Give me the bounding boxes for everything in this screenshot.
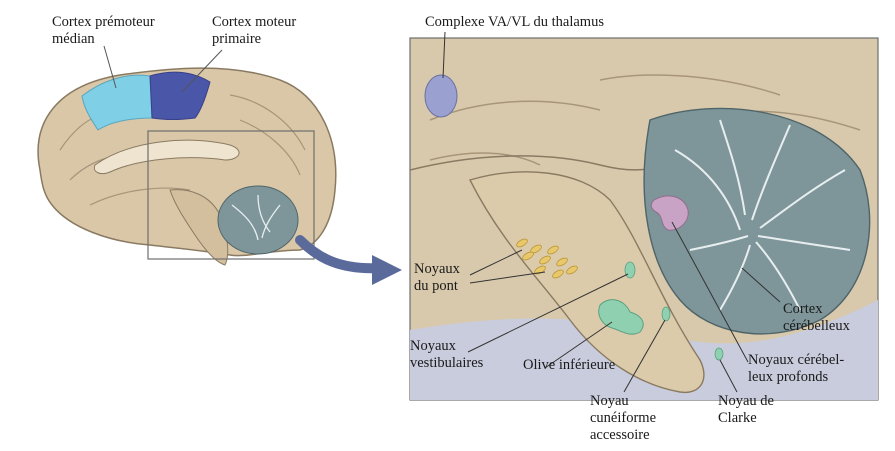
motor-label-line2: primaire [212, 31, 262, 47]
olive-label: Olive inférieure [523, 357, 615, 374]
premotor-label: Cortex prémoteur médian [52, 14, 155, 48]
premotor-label-line1: Cortex prémoteur [52, 14, 155, 30]
deep-nuclei-label-line1: Noyaux cérébel- [748, 352, 845, 368]
enlarged-brainstem-cerebellum [409, 31, 879, 401]
cuneate-label-line1: Noyau [590, 393, 629, 409]
whole-brain-illustration [37, 45, 337, 266]
premotor-label-line2: médian [52, 31, 95, 47]
pontine-label-line1: Noyaux [414, 261, 460, 277]
deep-nuclei-label-line2: leux profonds [748, 369, 829, 385]
olive-label-line1: Olive inférieure [523, 357, 616, 373]
motor-label-line1: Cortex moteur [212, 14, 297, 30]
cerebellar-cortex-label-line2: cérébelleux [783, 318, 850, 334]
pontine-label-line2: du pont [414, 278, 458, 294]
clarke-label-line2: Clarke [718, 410, 757, 426]
pontine-label: Noyaux du pont [414, 261, 460, 295]
vestibular-label: Noyaux vestibulaires [410, 338, 483, 372]
deep-nuclei-label: Noyaux cérébel- leux profonds [748, 352, 844, 386]
cerebellar-cortex-label: Cortex cérébelleux [783, 301, 850, 335]
clarke-label: Noyau de Clarke [718, 393, 774, 427]
vestibular-label-line1: Noyaux [410, 338, 456, 354]
cuneate-label-line2: cunéiforme [590, 410, 657, 426]
cerebellar-cortex-label-line1: Cortex [783, 301, 823, 317]
clarke-label-line1: Noyau de [718, 393, 774, 409]
vestibular-label-line2: vestibulaires [410, 355, 484, 371]
motor-label: Cortex moteur primaire [212, 14, 296, 48]
zoom-arrow [295, 235, 402, 285]
cuneate-label-line3: accessoire [590, 427, 650, 443]
thalamus-label: Complexe VA/VL du thalamus [425, 14, 604, 31]
thalamus-label-line1: Complexe VA/VL du thalamus [425, 14, 604, 30]
cuneate-label: Noyau cunéiforme accessoire [590, 393, 656, 444]
